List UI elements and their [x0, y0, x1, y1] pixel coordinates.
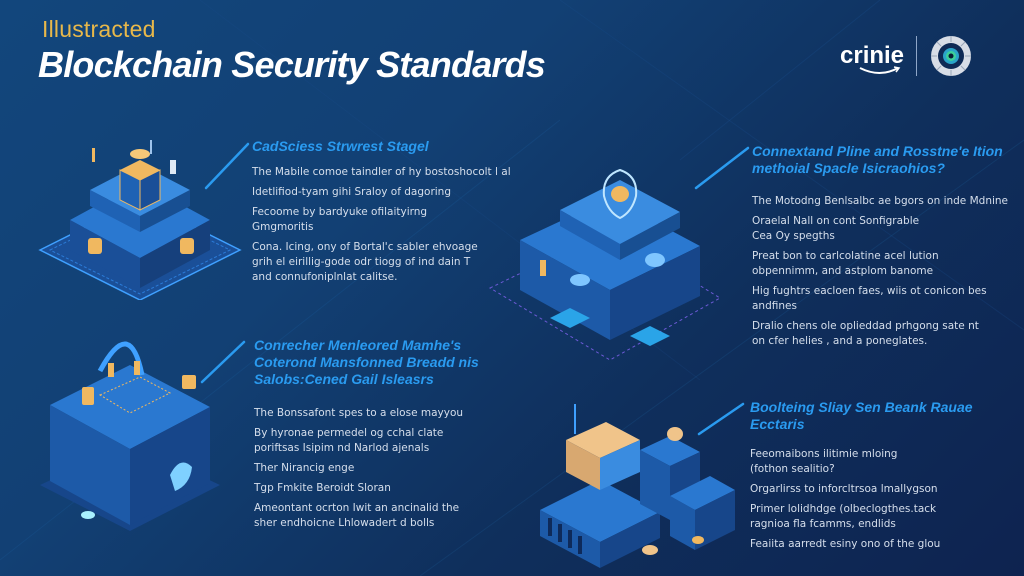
body-line: andfines [752, 300, 797, 312]
logo-divider [916, 36, 918, 76]
body-line: sher endhoicne Lhlowadert d bolls [254, 517, 435, 529]
section-4: Boolteing Sliay Sen Beank Rauae Ecctaris… [750, 399, 1020, 552]
body-line: The Motodng Benlsalbc ae bgors on inde M… [752, 195, 1009, 207]
isometric-bank-complex-illustration [540, 404, 735, 568]
body-line: grih el eirillig-gode odr tiogg of ind d… [252, 256, 471, 268]
body-line: ragnioa fla fcamms, endlids [750, 518, 896, 530]
brand-logo: crinie [840, 34, 973, 78]
body-line: Orgarlirss to inforcltrsoa lmallygson [750, 483, 938, 495]
section-body: Feeomaibons ilitimie mloing (fothon seal… [750, 447, 1020, 552]
section-heading: CadSciess Strwrest Stagel [252, 138, 429, 154]
body-line: The Mabile comoe taindler of hy bostosho… [252, 166, 511, 178]
body-line: Preat bon to carlcolatine acel lution [752, 250, 939, 262]
page-title: Blockchain Security Standards [38, 44, 546, 85]
section-body: The Bonssafont spes to a elose mayyou By… [254, 406, 504, 531]
section-heading: Connextand Pline and Rosstne'e Ition met… [752, 143, 1003, 176]
connector-line [200, 340, 246, 384]
logo-wordmark: crinie [840, 42, 905, 74]
eye-gear-icon [931, 36, 972, 76]
section-heading: Boolteing Sliay Sen Beank Rauae Ecctaris [750, 399, 973, 432]
body-line: Dralio chens ole oplieddad prhgong sate … [752, 320, 979, 332]
connector-line [697, 402, 745, 436]
body-line: Feaiita aarredt esiny ono of the glou [750, 538, 941, 550]
section-body: The Mabile comoe taindler of hy bostosho… [252, 165, 511, 285]
body-line: Gmgmoritis [252, 221, 314, 233]
isometric-server-cube-illustration [40, 341, 220, 531]
body-line: Oraelal Nall on cont Sonfigrable [752, 215, 920, 227]
body-line: By hyronae permedel og cchal clate [254, 427, 444, 439]
smile-swoosh-icon [859, 66, 901, 74]
body-line: Cea Oy spegths [752, 230, 835, 242]
body-line: Primer lolidhdge (olbeclogthes.tack [750, 503, 937, 515]
section-body: The Motodng Benlsalbc ae bgors on inde M… [752, 194, 1022, 349]
logo-wordmark-text: crinie [840, 42, 905, 69]
section-heading: Conrecher Menleored Mamhe's Coterond Man… [254, 337, 479, 387]
body-line: Feeomaibons ilitimie mloing [750, 448, 898, 460]
body-line: Fecoome by bardyuke ofilaityirng [252, 206, 428, 218]
section-3: Conrecher Menleored Mamhe's Coterond Man… [254, 337, 504, 531]
body-line: The Bonssafont spes to a elose mayyou [254, 407, 464, 419]
connector-line [204, 142, 250, 190]
body-line: Ameontant ocrton Iwit an ancinalid the [254, 502, 460, 514]
body-line: Ther Nirancig enge [254, 462, 355, 474]
body-line: on cfer helies , and a poneglates. [752, 335, 928, 347]
section-2: Connextand Pline and Rosstne'e Ition met… [752, 143, 1022, 349]
body-line: (fothon sealitio? [750, 463, 835, 475]
body-line: Tgp Fmkite Beroidt Sloran [254, 482, 391, 494]
isometric-vault-building-illustration [38, 140, 242, 300]
body-line: poriftsas Isipim nd Narlod ajenals [254, 442, 430, 454]
section-1: CadSciess Strwrest Stagel The Mabile com… [252, 138, 511, 285]
isometric-shield-platform-illustration [488, 168, 720, 361]
body-line: Hig fughtrs eacloen faes, wiis ot conico… [752, 285, 987, 297]
body-line: Cona. Icing, ony of Bortal'c sabler ehvo… [252, 241, 478, 253]
body-line: Idetlifiod-tyam gihi Sraloy of dagoring [252, 186, 451, 198]
connector-line [694, 146, 750, 190]
body-line: obpennimm, and astplom banome [752, 265, 934, 277]
body-line: and connufoniplnlat calitse. [252, 271, 398, 283]
title-kicker: Illustracted [42, 16, 156, 42]
